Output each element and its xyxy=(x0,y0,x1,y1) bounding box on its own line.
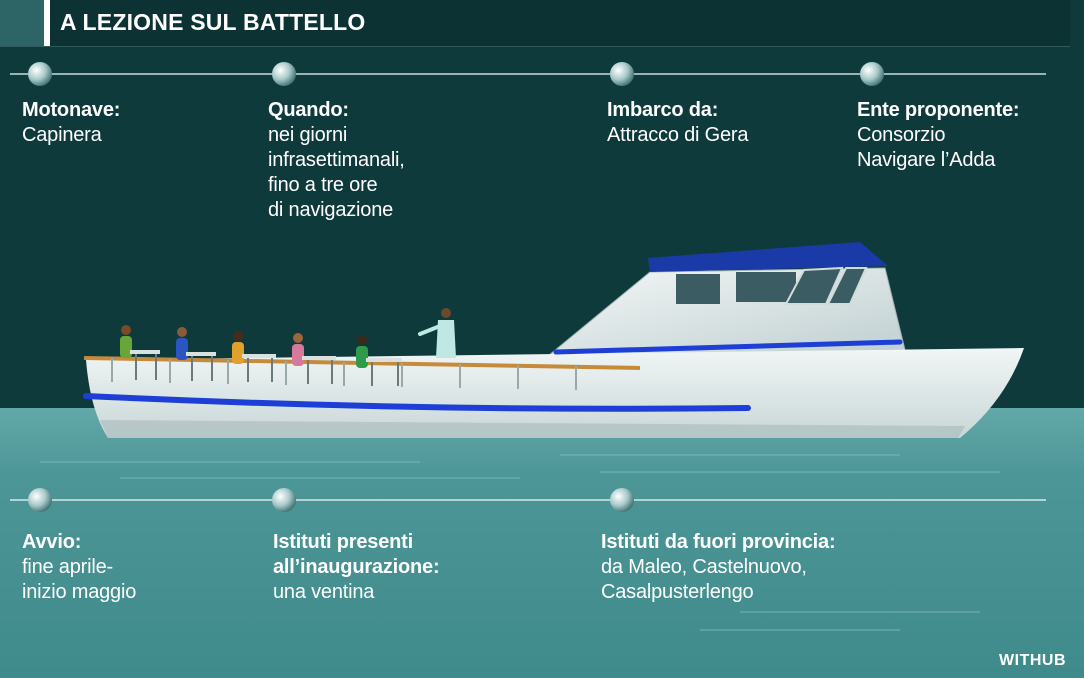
boat-roof xyxy=(648,242,888,272)
info-value: fine aprile- inizio maggio xyxy=(22,556,137,603)
marker-dot xyxy=(610,62,634,86)
hull-stripe xyxy=(83,393,751,412)
info-value: una ventina xyxy=(273,581,375,603)
marker-dot xyxy=(610,488,634,512)
water xyxy=(0,408,1084,678)
info-value: Attracco di Gera xyxy=(607,124,749,146)
info-label: Motonave: xyxy=(22,99,121,121)
info-value: nei giorni infrasettimanali, fino a tre … xyxy=(268,124,405,221)
marker-dot xyxy=(28,488,52,512)
info-label: Istituti presenti all’inaugurazione: xyxy=(273,531,440,578)
info-motonave: Motonave: Capinera xyxy=(22,98,120,148)
info-ente: Ente proponente: Consorzio Navigare l’Ad… xyxy=(857,98,1020,173)
boat-hull xyxy=(86,348,1024,438)
student-figure xyxy=(356,335,402,386)
water-reflections xyxy=(40,454,1000,631)
student-figure xyxy=(120,325,160,380)
students xyxy=(120,325,402,386)
info-value: Capinera xyxy=(22,124,102,146)
info-label: Imbarco da: xyxy=(607,99,719,121)
student-figure xyxy=(232,331,276,382)
title-bar: A LEZIONE SUL BATTELLO xyxy=(0,0,1070,47)
student-figure xyxy=(176,327,216,381)
info-quando: Quando: nei giorni infrasettimanali, fin… xyxy=(268,98,405,223)
brand-logo: WITHUB xyxy=(999,652,1066,669)
page-title: A LEZIONE SUL BATTELLO xyxy=(60,9,366,35)
title-accent xyxy=(0,0,44,46)
teacher-figure xyxy=(418,308,456,358)
boat xyxy=(83,242,1024,438)
student-figure xyxy=(292,333,336,384)
info-label: Istituti da fuori provincia: xyxy=(601,531,836,553)
marker-dot xyxy=(28,62,52,86)
marker-dots xyxy=(28,62,884,512)
railing-posts xyxy=(111,358,577,390)
info-imbarco: Imbarco da: Attracco di Gera xyxy=(607,98,749,148)
cabin-stripe xyxy=(553,339,903,355)
info-avvio: Avvio: fine aprile- inizio maggio xyxy=(22,530,136,605)
info-value: da Maleo, Castelnuovo, Casalpusterlengo xyxy=(601,556,807,603)
info-istituti-fuori-provincia: Istituti da fuori provincia: da Maleo, C… xyxy=(601,530,836,605)
info-label: Quando: xyxy=(268,99,349,121)
info-label: Avvio: xyxy=(22,531,82,553)
cabin-windows xyxy=(676,266,868,305)
marker-dot xyxy=(272,62,296,86)
info-value: Consorzio Navigare l’Adda xyxy=(857,124,996,171)
info-istituti-presenti: Istituti presenti all’inaugurazione: una… xyxy=(273,530,440,605)
title-divider xyxy=(44,0,50,46)
marker-dot xyxy=(272,488,296,512)
marker-dot xyxy=(860,62,884,86)
hull-shadow xyxy=(100,420,965,438)
info-label: Ente proponente: xyxy=(857,99,1020,121)
